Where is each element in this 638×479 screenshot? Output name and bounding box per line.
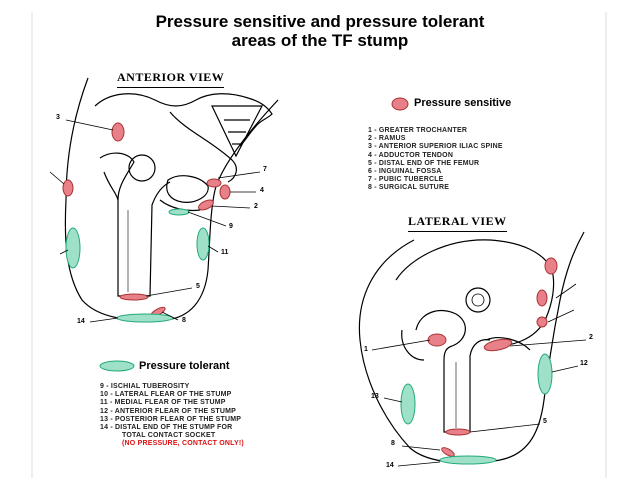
anterior-view-text: ANTERIOR VIEW [117, 70, 225, 84]
femur [99, 152, 171, 297]
lateral-leader-lines [371, 283, 587, 467]
anterior-num-3: 3 [56, 114, 60, 121]
anterior-area-9 [168, 208, 190, 216]
pelvis-inner [169, 111, 237, 183]
lateral-area-5 [445, 428, 471, 436]
pelvis-outline [94, 93, 273, 147]
legend-sensitive-swatch [391, 97, 409, 111]
anterior-sensitive-areas [62, 122, 231, 318]
lateral-area-14 [439, 455, 497, 465]
anterior-area-5 [119, 293, 149, 301]
anterior-view-label: ANTERIOR VIEW [117, 70, 225, 88]
anterior-area-7 [206, 178, 222, 188]
trochanter-line [103, 171, 119, 201]
lateral-trochanter [401, 329, 425, 361]
lateral-num-2: 2 [589, 334, 593, 341]
sensitive-item: 1 - GREATER TROCHANTER [368, 127, 468, 134]
legend-sensitive-label: Pressure sensitive [414, 97, 512, 109]
lateral-area-a [544, 257, 558, 275]
anterior-area-11 [196, 227, 210, 261]
lateral-num-13: 13 [371, 393, 379, 400]
lateral-area-1 [427, 333, 447, 347]
lateral-view-label: LATERAL VIEW [408, 214, 507, 232]
anterior-num-9: 9 [229, 223, 233, 230]
lateral-num-1: 1 [364, 346, 368, 353]
anterior-area-1 [62, 179, 74, 197]
anterior-area-4 [219, 184, 231, 200]
anterior-num-14: 14 [77, 318, 85, 325]
acetabulum [465, 287, 491, 313]
anterior-view-drawing [64, 77, 279, 322]
femoral-head [128, 154, 156, 182]
legend-tolerant-label: Pressure tolerant [139, 360, 230, 372]
ilium-blade [395, 239, 555, 347]
lateral-area-8 [441, 447, 455, 457]
lateral-area-c [536, 316, 548, 328]
lateral-num-5: 5 [543, 418, 547, 425]
lateral-femur [415, 309, 491, 433]
lateral-pubis [485, 337, 531, 351]
tolerant-item: (NO PRESSURE, CONTACT ONLY!) [122, 440, 244, 448]
lateral-num-12: 12 [580, 360, 588, 367]
tolerant-item: 9 - ISCHIAL TUBEROSITY [100, 383, 190, 390]
sensitive-item: 3 - ANTERIOR SUPERIOR ILIAC SPINE [368, 143, 503, 151]
anterior-num-7: 7 [263, 166, 267, 173]
acetabulum-inner [471, 293, 485, 307]
anterior-num-2: 2 [254, 203, 258, 210]
tolerant-item: 12 - ANTERIOR FLEAR OF THE STUMP [100, 407, 237, 415]
anterior-tolerant-areas [65, 208, 210, 323]
tolerant-item: TOTAL CONTACT SOCKET [122, 432, 216, 440]
anterior-num-11: 11 [221, 249, 229, 256]
title-line-2: areas of the TF stump [231, 31, 409, 50]
sensitive-item: 5 - DISTAL END OF THE FEMUR [368, 159, 480, 167]
sensitive-item: 2 - RAMUS [368, 135, 406, 143]
lateral-view-text: LATERAL VIEW [408, 214, 507, 228]
sensitive-item: 8 - SURGICAL SUTURE [368, 184, 450, 192]
sensitive-item: 7 - PUBIC TUBERCLE [368, 176, 444, 184]
legend-tolerant-swatch [99, 360, 135, 372]
lateral-area-13 [400, 383, 416, 425]
slide-title: Pressure sensitive and pressure tolerant… [60, 12, 580, 50]
lateral-tolerant-areas [400, 353, 553, 465]
anterior-num-8: 8 [182, 317, 186, 324]
tolerant-item: 13 - POSTERIOR FLEAR OF THE STUMP [100, 415, 242, 423]
anterior-area-10 [65, 227, 81, 269]
lateral-sensitive-areas [427, 257, 558, 457]
sensitive-item: 6 - INGUINAL FOSSA [368, 168, 442, 176]
tolerant-item: 14 - DISTAL END OF THE STUMP FOR [100, 424, 233, 432]
lateral-num-8: 8 [391, 440, 395, 447]
title-line-1: Pressure sensitive and pressure tolerant [155, 12, 485, 31]
lateral-num-14: 14 [386, 462, 394, 469]
lateral-area-2 [483, 338, 513, 352]
anterior-leader-lines [49, 119, 261, 323]
anterior-area-3 [111, 122, 125, 142]
lateral-area-12 [537, 353, 553, 395]
anterior-num-5: 5 [196, 283, 200, 290]
sensitive-item: 4 - ADDUCTOR TENDON [368, 151, 454, 159]
anterior-area-14 [116, 313, 174, 323]
anterior-area-2 [198, 199, 214, 211]
tolerant-item: 10 - LATERAL FLEAR OF THE STUMP [100, 391, 232, 399]
obturator-foramen [166, 175, 209, 203]
anterior-num-4: 4 [260, 187, 264, 194]
lateral-area-b [536, 289, 548, 307]
sacrum [211, 105, 263, 158]
tolerant-item: 11 - MEDIAL FLEAR OF THE STUMP [100, 399, 226, 407]
